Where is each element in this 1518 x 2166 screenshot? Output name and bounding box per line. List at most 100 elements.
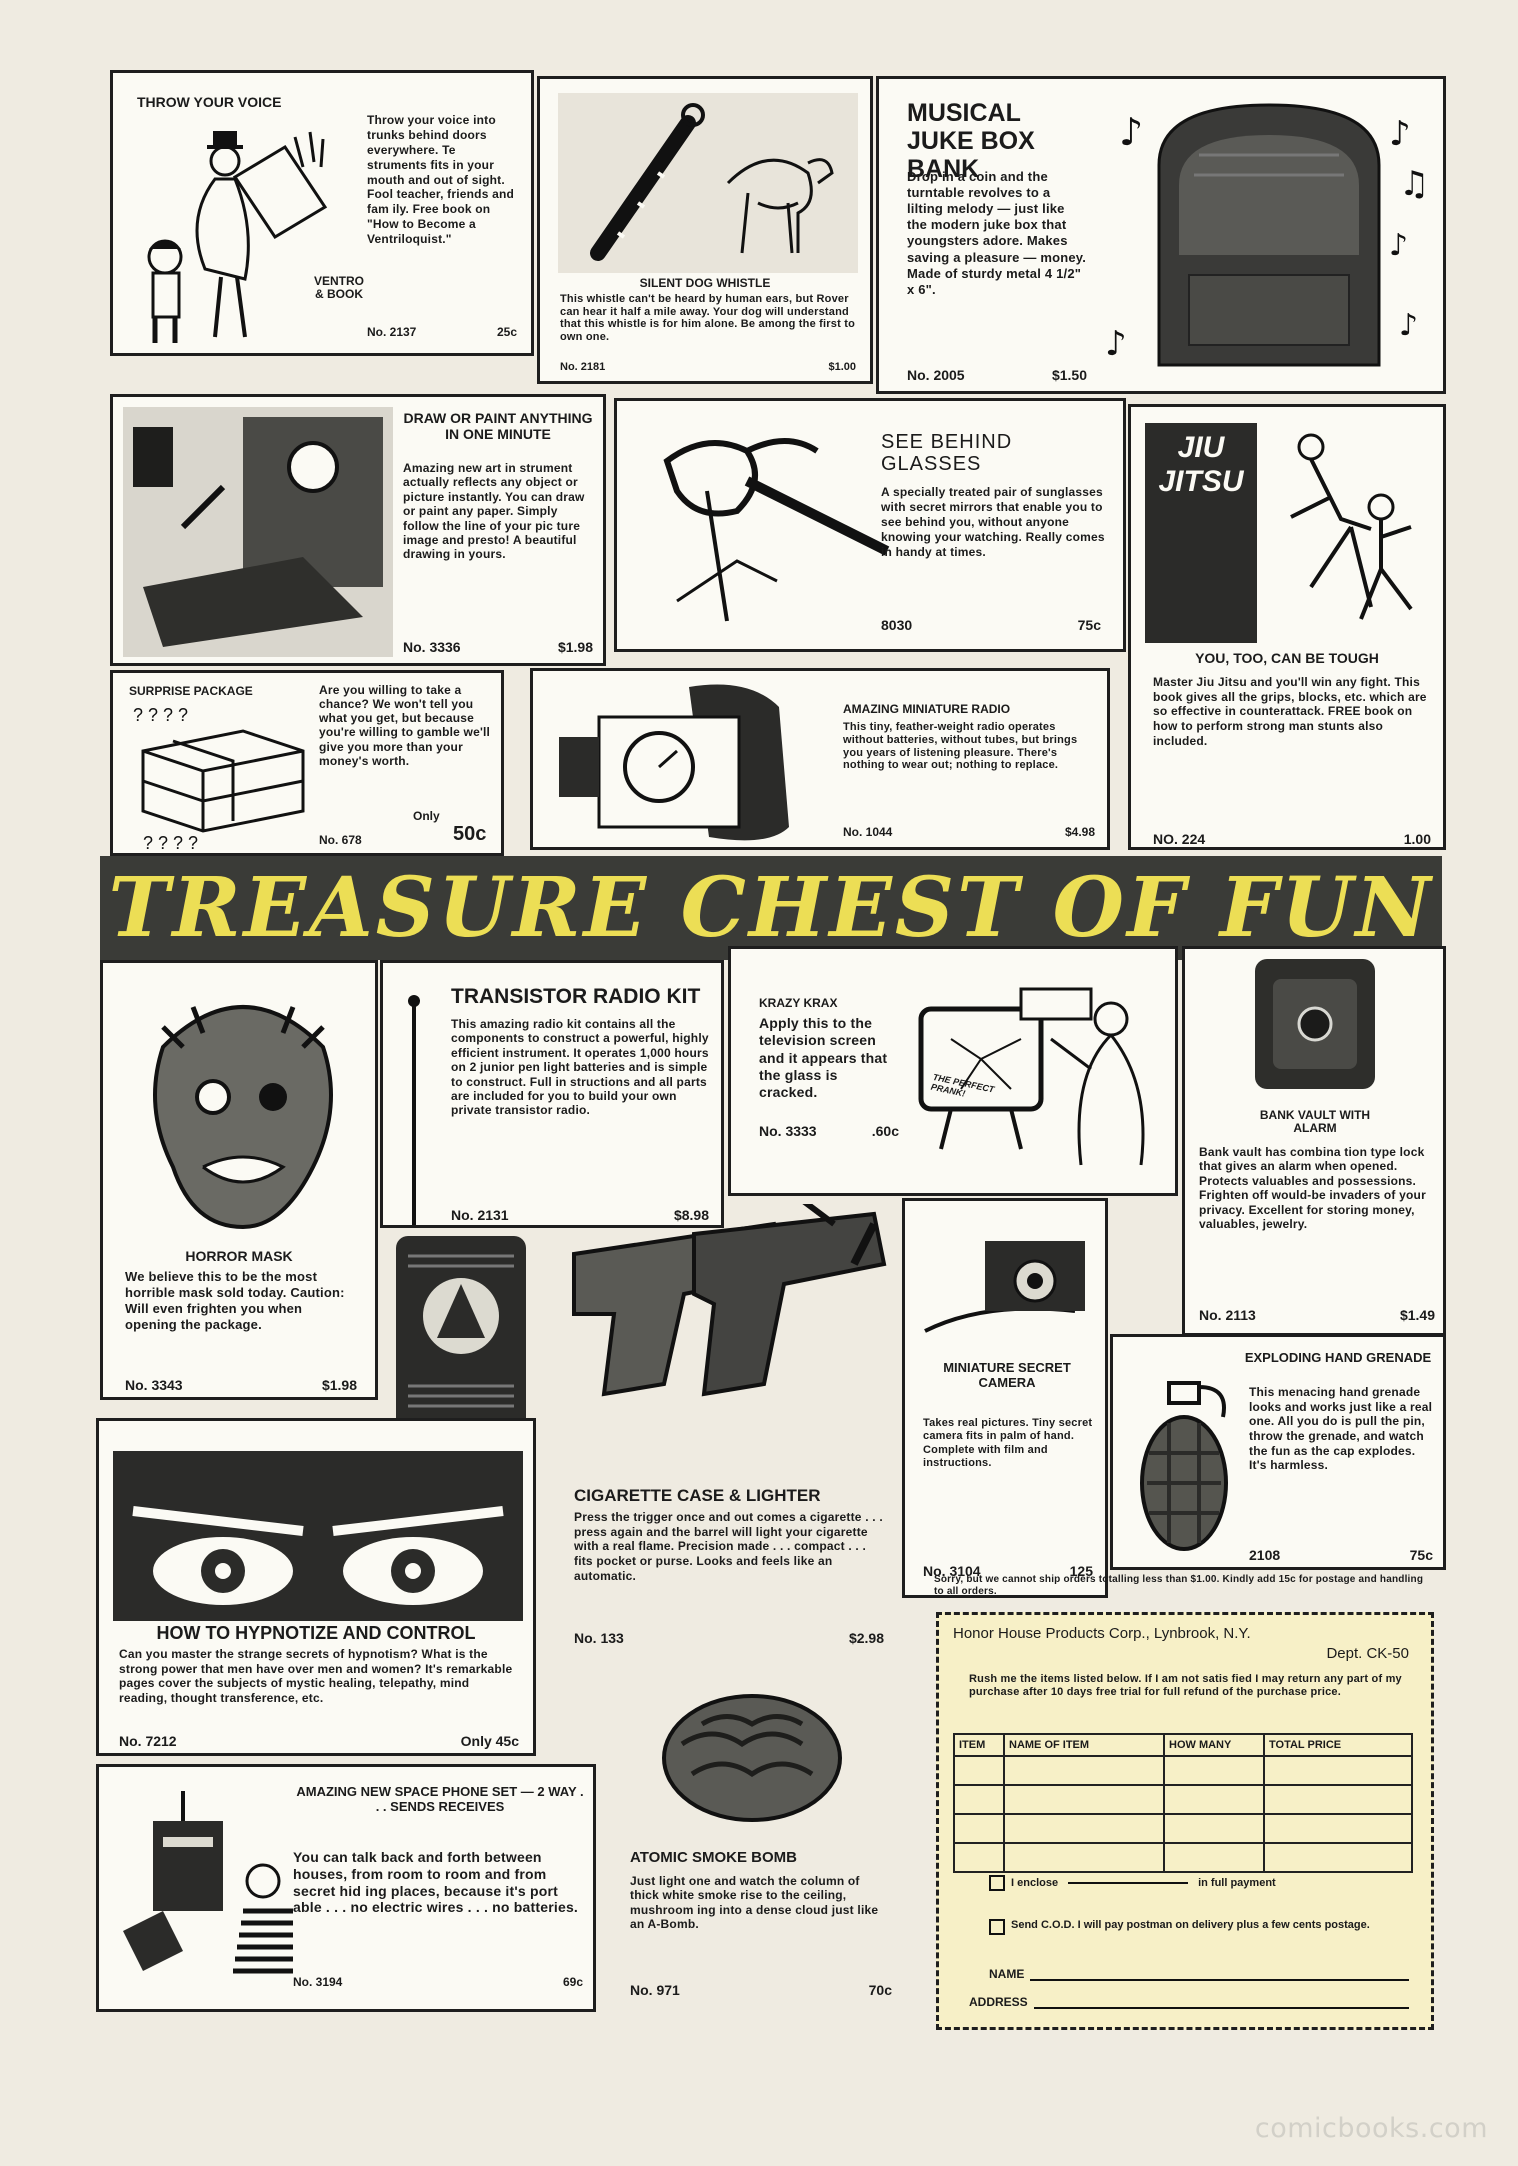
ad-body: Are you willing to take a chance? We won… <box>319 683 491 768</box>
ad-body: Apply this to the television screen and … <box>759 1015 888 1101</box>
antenna-illustration <box>408 995 420 1225</box>
ad-price-row: No. 3336 $1.98 <box>403 639 593 655</box>
ad-price: $2.98 <box>848 1630 884 1646</box>
ad-price: $1.50 <box>1051 367 1087 383</box>
order-table[interactable]: ITEM NAME OF ITEM HOW MANY TOTAL PRICE <box>953 1733 1413 1873</box>
ad-price-row: 2108 75c <box>1249 1547 1433 1563</box>
ad-price-row: No. 2113 $1.49 <box>1199 1307 1435 1323</box>
cracked-tv-illustration <box>918 987 1145 1166</box>
ad-title: SEE BEHIND GLASSES <box>881 431 1013 476</box>
dog-whistle-illustration <box>558 93 858 273</box>
ad-bank-vault: BANK VAULT WITH ALARM Bank vault has com… <box>1182 946 1446 1336</box>
coupon-terms: Rush me the items listed below. If I am … <box>969 1673 1402 1699</box>
svg-text:♪: ♪ <box>1119 110 1143 154</box>
ad-price: 50c <box>453 823 487 845</box>
order-table-header: ITEM NAME OF ITEM HOW MANY TOTAL PRICE <box>953 1733 1413 1757</box>
ad-body: You can talk back and forth between hous… <box>293 1849 579 1916</box>
address-row: ADDRESS <box>969 1995 1409 2009</box>
column-total-price: TOTAL PRICE <box>1263 1733 1413 1757</box>
order-minimum-notice: Sorry, but we cannot ship orders totalli… <box>934 1574 1424 1597</box>
order-row[interactable] <box>953 1813 1413 1844</box>
name-label: NAME <box>989 1967 1025 1981</box>
ad-price: $1.49 <box>1399 1307 1435 1323</box>
ad-body: Can you master the strange secrets of hy… <box>119 1647 513 1705</box>
title-banner: TREASURE CHEST OF FUN <box>100 856 1442 960</box>
space-phone-illustration <box>123 1791 293 1974</box>
ad-price: 1.00 <box>1403 831 1431 847</box>
ad-price-row: No. 3333 .60c <box>759 1123 899 1139</box>
ad-title: SILENT DOG WHISTLE <box>639 276 771 290</box>
book-cover-title: JIU JITSU <box>1158 431 1244 498</box>
hypnotic-eyes-illustration <box>113 1451 523 1621</box>
ad-number: No. 971 <box>630 1982 680 1998</box>
order-row[interactable] <box>953 1842 1413 1873</box>
ad-price: 75c <box>1409 1547 1433 1563</box>
ad-body: This whistle can't be heard by human ear… <box>560 293 855 343</box>
ad-atomic-smoke-bomb: ATOMIC SMOKE BOMB Just light one and wat… <box>620 1846 902 2010</box>
smoke-bomb-illustration <box>662 1694 842 1822</box>
checkbox-cod[interactable] <box>989 1919 1005 1935</box>
ad-number: No. 2113 <box>1199 1307 1256 1323</box>
ad-price-row: No. 3104 125 <box>923 1563 1093 1579</box>
column-name: NAME OF ITEM <box>1003 1733 1165 1757</box>
ad-price: 125 <box>1069 1563 1093 1579</box>
svg-text:♪: ♪ <box>1399 308 1418 343</box>
ad-title: EXPLODING HAND GRENADE <box>1244 1350 1432 1365</box>
ad-price: $8.98 <box>673 1207 709 1223</box>
ad-number: No. 2181 <box>560 361 606 373</box>
ad-number: No. 2005 <box>907 367 965 383</box>
horror-mask-illustration <box>153 1005 333 1230</box>
transistor-radio-illustration <box>371 1236 526 1448</box>
ad-title: AMAZING NEW SPACE PHONE SET — 2 WAY . . … <box>296 1784 584 1814</box>
ad-number: No. 7212 <box>119 1733 177 1749</box>
order-table-wrapper: ITEM NAME OF ITEM HOW MANY TOTAL PRICE <box>953 1733 1413 1873</box>
svg-text:♫: ♫ <box>1399 164 1429 204</box>
ad-price-row: No. 971 70c <box>630 1982 892 1998</box>
ad-title: HOW TO HYPNOTIZE AND CONTROL <box>156 1623 476 1643</box>
ad-price: 75c <box>1077 617 1101 633</box>
ad-price-row: No. 3194 69c <box>293 1975 583 1989</box>
ad-number: No. 3336 <box>403 639 461 655</box>
checkbox-enclose[interactable] <box>989 1875 1005 1891</box>
ad-title: MINIATURE SECRET CAMERA <box>943 1360 1071 1390</box>
column-item: ITEM <box>953 1733 1005 1757</box>
ad-label: Ventro & Book <box>313 274 364 302</box>
ad-number: No. 2131 <box>451 1207 509 1223</box>
address-field[interactable] <box>1033 1995 1409 2009</box>
ad-price: $4.98 <box>1064 825 1095 839</box>
order-row[interactable] <box>953 1755 1413 1786</box>
radio-illustration <box>559 684 789 841</box>
ad-body: Just light one and watch the column of t… <box>630 1874 879 1932</box>
ad-hand-grenade: EXPLODING HAND GRENADE This menacing han… <box>1110 1334 1446 1570</box>
ad-number: No. 678 <box>319 833 362 847</box>
option-enclose-suffix: in full payment <box>1198 1877 1276 1889</box>
ad-body: Bank vault has combina tion type lock th… <box>1199 1145 1426 1231</box>
banner-title: TREASURE CHEST OF FUN <box>108 860 1434 956</box>
ad-number: No. 133 <box>574 1630 624 1646</box>
column-how-many: HOW MANY <box>1163 1733 1265 1757</box>
ad-title: KRAZY KRAX <box>759 996 838 1010</box>
ad-price-row: No. 133 $2.98 <box>574 1630 884 1646</box>
svg-text:♪: ♪ <box>1105 324 1127 364</box>
ad-price: 69c <box>562 1975 583 1989</box>
ad-surprise-package: SURPRISE PACKAGE ? ? ? ? ? ? ? ? Are you… <box>110 670 504 856</box>
ad-body: A specially treated pair of sunglasses w… <box>881 485 1105 559</box>
ad-number: 8030 <box>881 617 913 633</box>
ad-price: 25c <box>496 325 517 339</box>
amount-line[interactable] <box>1068 1882 1189 1884</box>
package-illustration: ? ? ? ? ? ? ? ? <box>133 705 305 851</box>
ad-price: .60c <box>871 1123 899 1139</box>
ad-title: SURPRISE PACKAGE <box>129 684 253 698</box>
ad-body: Amazing new art in strument actually ref… <box>403 461 585 562</box>
ad-number: No. 3333 <box>759 1123 817 1139</box>
address-label: ADDRESS <box>969 1995 1028 2009</box>
watermark-text: comicbooks.com <box>1254 2113 1488 2144</box>
svg-text:♪: ♪ <box>1389 228 1408 263</box>
ad-order-notice: Sorry, but we cannot ship orders totalli… <box>924 1570 1446 1610</box>
name-row: NAME <box>989 1967 1409 1981</box>
ad-price-row: No. 2137 25c <box>367 325 517 339</box>
name-field[interactable] <box>1030 1967 1409 1981</box>
ad-number: No. 3194 <box>293 1975 343 1989</box>
order-row[interactable] <box>953 1784 1413 1815</box>
ad-body: This menacing hand grenade looks and wor… <box>1249 1385 1433 1473</box>
